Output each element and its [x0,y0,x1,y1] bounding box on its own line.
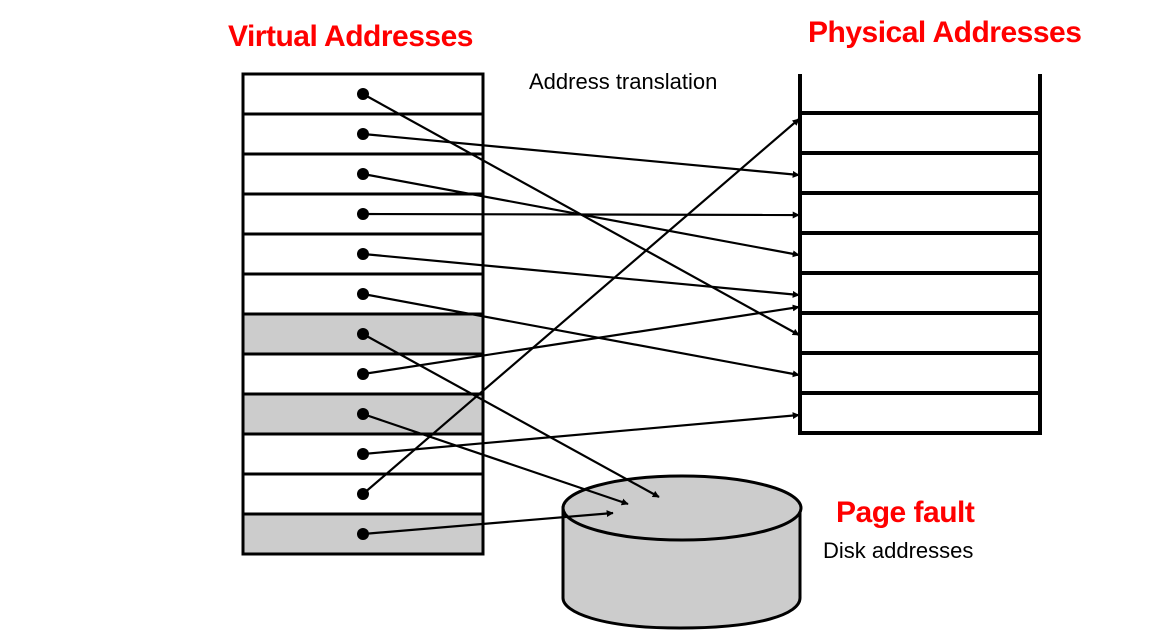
page-pointer-dot [357,408,369,420]
translation-arrow [362,292,800,378]
address-translation-label: Address translation [529,69,718,94]
virtual-page-row [241,472,485,516]
page-fault-arrow [362,412,629,506]
page-pointer-dot [357,208,369,220]
translation-arrow [362,304,800,376]
virtual-addresses-title: Virtual Addresses [228,20,473,53]
page-fault-arrow [362,510,614,536]
disk-body [561,506,802,630]
page-pointer-dot [357,368,369,380]
page-pointer-dot [357,528,369,540]
physical-frame [802,315,1038,351]
physical-frame [802,395,1038,431]
page-pointer-dot [357,128,369,140]
page-pointer-dot [357,328,369,340]
physical-addresses-title: Physical Addresses [808,16,1082,49]
page-fault-title: Page fault [836,496,975,529]
page-pointer-dot [357,168,369,180]
page-pointer-dot [357,448,369,460]
disk-top [561,474,803,542]
physical-frame [802,355,1038,391]
disk-cylinder [561,474,803,630]
disk-addresses-label: Disk addresses [823,538,974,563]
page-pointer-dot [357,288,369,300]
translation-arrow [362,211,800,219]
page-pointer-dot [357,88,369,100]
physical-frame-table [798,74,1042,435]
page-pointer-dot [357,488,369,500]
page-pointer-dot [357,248,369,260]
physical-frame [802,155,1038,191]
physical-frame [802,115,1038,151]
physical-frame [802,195,1038,231]
translation-arrow [362,412,800,456]
physical-frame [802,235,1038,271]
virtual-page-table [241,72,485,556]
translation-arrow [362,252,800,298]
translation-arrow [362,118,800,495]
translation-arrows [357,88,800,540]
translation-arrow [362,132,800,178]
page-fault-arrow [362,333,660,498]
physical-frame [802,275,1038,311]
